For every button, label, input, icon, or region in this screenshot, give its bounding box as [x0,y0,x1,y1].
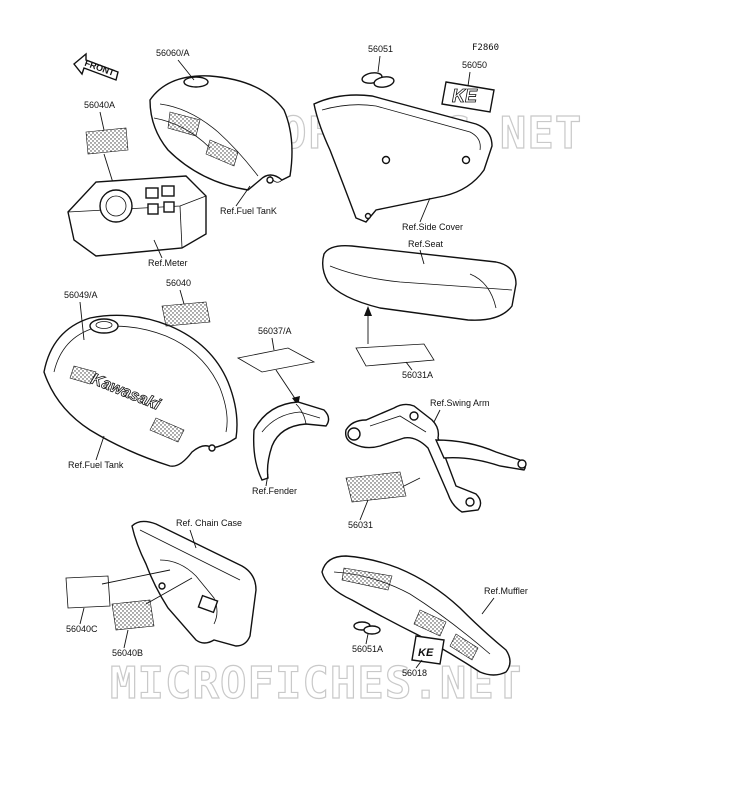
emblem-56051A [353,621,381,635]
label-56040A: 56040A [84,100,115,110]
decal-56040C [65,575,111,609]
decal-56018-text: KE [418,647,434,659]
label-ref-muffler: Ref.Muffler [484,586,528,596]
front-arrow-label: FRONT [83,58,116,78]
swing-arm-part [344,403,527,513]
decal-56037A [236,347,316,373]
label-56050: 56050 [462,60,487,70]
label-56037A: 56037/A [258,326,292,336]
label-ref-swing-arm: Ref.Swing Arm [430,398,490,408]
decal-56050-text: KE [452,86,478,106]
label-56060A: 56060/A [156,48,190,58]
label-56040B: 56040B [112,648,143,658]
muffler-part [321,555,511,676]
fuel-tank-part: Kawasaki [43,314,238,467]
label-56040C: 56040C [66,624,98,634]
decal-56031A [355,343,435,367]
emblem-56051 [361,72,395,88]
watermark-bottom: MICROFICHES.NET [110,658,522,709]
label-56049A: 56049/A [64,290,98,300]
decal-56050: KE [441,81,495,113]
label-ref-fender: Ref.Fender [252,486,297,496]
seat-part [321,244,517,321]
label-56031A: 56031A [402,370,433,380]
decal-56031 [345,471,407,503]
decal-56018: KE [411,635,445,665]
decal-56040A [85,127,129,155]
label-ref-chain-case: Ref. Chain Case [176,518,242,528]
label-56051: 56051 [368,44,393,54]
front-arrow-icon: FRONT [73,52,119,81]
label-ref-side-cover: Ref.Side Cover [402,222,463,232]
label-56031: 56031 [348,520,373,530]
arrow-up-icon [364,306,372,316]
decal-56040 [161,301,211,327]
chain-case-part [131,520,257,647]
meter-part [67,175,207,257]
label-ref-fuel-tank-top: Ref.Fuel TanK [220,206,277,216]
fender-part [252,401,330,481]
figure-code: F2860 [472,43,499,53]
fuel-tank-top-part [149,75,293,191]
label-56018: 56018 [402,668,427,678]
label-56040: 56040 [166,278,191,288]
label-ref-meter: Ref.Meter [148,258,188,268]
decal-56040B [111,599,155,631]
side-cover-part [313,94,493,223]
label-ref-fuel-tank: Ref.Fuel Tank [68,460,124,470]
label-56051A: 56051A [352,644,383,654]
label-ref-seat: Ref.Seat [408,239,444,249]
